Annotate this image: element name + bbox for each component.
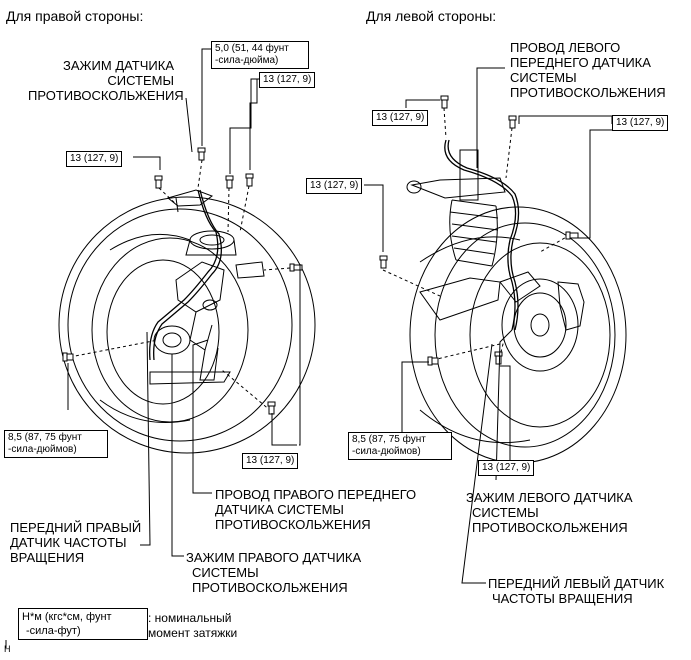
right-side-heading: Для правой стороны: [6, 8, 144, 24]
right-torque-lower-box: 8,5 (87, 75 фунт -сила-дюймов) [4, 430, 108, 458]
right-bolts [62, 147, 303, 415]
left-torque-a-box: 13 (127, 9) [372, 110, 429, 126]
torque-unit-line: -сила-дюймов) [8, 444, 77, 455]
legend-text: : номинальный момент затяжки [148, 611, 238, 640]
right-torque-bottom-box: 13 (127, 9) [242, 453, 299, 469]
torque-value-line: 8,5 (87, 75 фунт [8, 432, 82, 443]
left-strut-assembly [406, 149, 585, 372]
left-tire [409, 206, 627, 464]
right-sensor-wire [149, 189, 222, 361]
torque-value-line: 8,5 (87, 75 фунт [352, 434, 426, 445]
right-clamp-lower-label: ЗАЖИМ ПРАВОГО ДАТЧИКА СИСТЕМЫ ПРОТИВОСКО… [186, 550, 362, 595]
left-clamp-label: ЗАЖИМ ЛЕВОГО ДАТЧИКА СИСТЕМЫ ПРОТИВОСКОЛ… [466, 490, 633, 535]
right-torque-top-box: 5,0 (51, 44 фунт -сила-дюйма) [211, 41, 309, 69]
right-tire [58, 196, 316, 454]
left-sensor-wire [444, 139, 520, 331]
left-leader-lines [364, 67, 613, 584]
right-bolt-lines [69, 159, 291, 412]
torque-value-line: 5,0 (51, 44 фунт [215, 43, 289, 54]
legend-unit-box: Н*м (кгс*см, фунт -сила-фут) [18, 608, 148, 640]
left-torque-b-box: 13 (127, 9) [612, 115, 669, 131]
left-wire-label: ПРОВОД ЛЕВОГО ПЕРЕДНЕГО ДАТЧИКА СИСТЕМЫ … [510, 40, 666, 100]
right-torque-upper-box: 13 (127, 9) [259, 72, 316, 88]
right-clamp-upper-label: ЗАЖИМ ДАТЧИКА СИСТЕМЫ ПРОТИВОСКОЛЬЖЕНИЯ [28, 58, 184, 103]
torque-unit-line: -сила-дюйма) [215, 55, 279, 66]
left-torque-lower-box: 8,5 (87, 75 фунт -сила-дюймов) [348, 432, 452, 460]
right-leader-lines [67, 48, 301, 557]
right-speed-sensor-label: ПЕРЕДНИЙ ПРАВЫЙ ДАТЧИК ЧАСТОТЫ ВРАЩЕНИЯ [10, 520, 142, 565]
left-side-heading: Для левой стороны: [366, 8, 497, 24]
right-torque-left-box: 13 (127, 9) [66, 151, 123, 167]
torque-unit-line: -сила-дюймов) [352, 446, 421, 457]
left-bolts [379, 95, 579, 366]
left-torque-c-box: 13 (127, 9) [306, 178, 363, 194]
left-speed-sensor-label: ПЕРЕДНИЙ ЛЕВЫЙ ДАТЧИК ЧАСТОТЫ ВРАЩЕНИЯ [488, 576, 665, 606]
corner-mark: H [4, 644, 11, 654]
right-wire-label: ПРОВОД ПРАВОГО ПЕРЕДНЕГО ДАТЧИКА СИСТЕМЫ… [215, 487, 417, 532]
left-torque-bottom-box: 13 (127, 9) [478, 460, 535, 476]
